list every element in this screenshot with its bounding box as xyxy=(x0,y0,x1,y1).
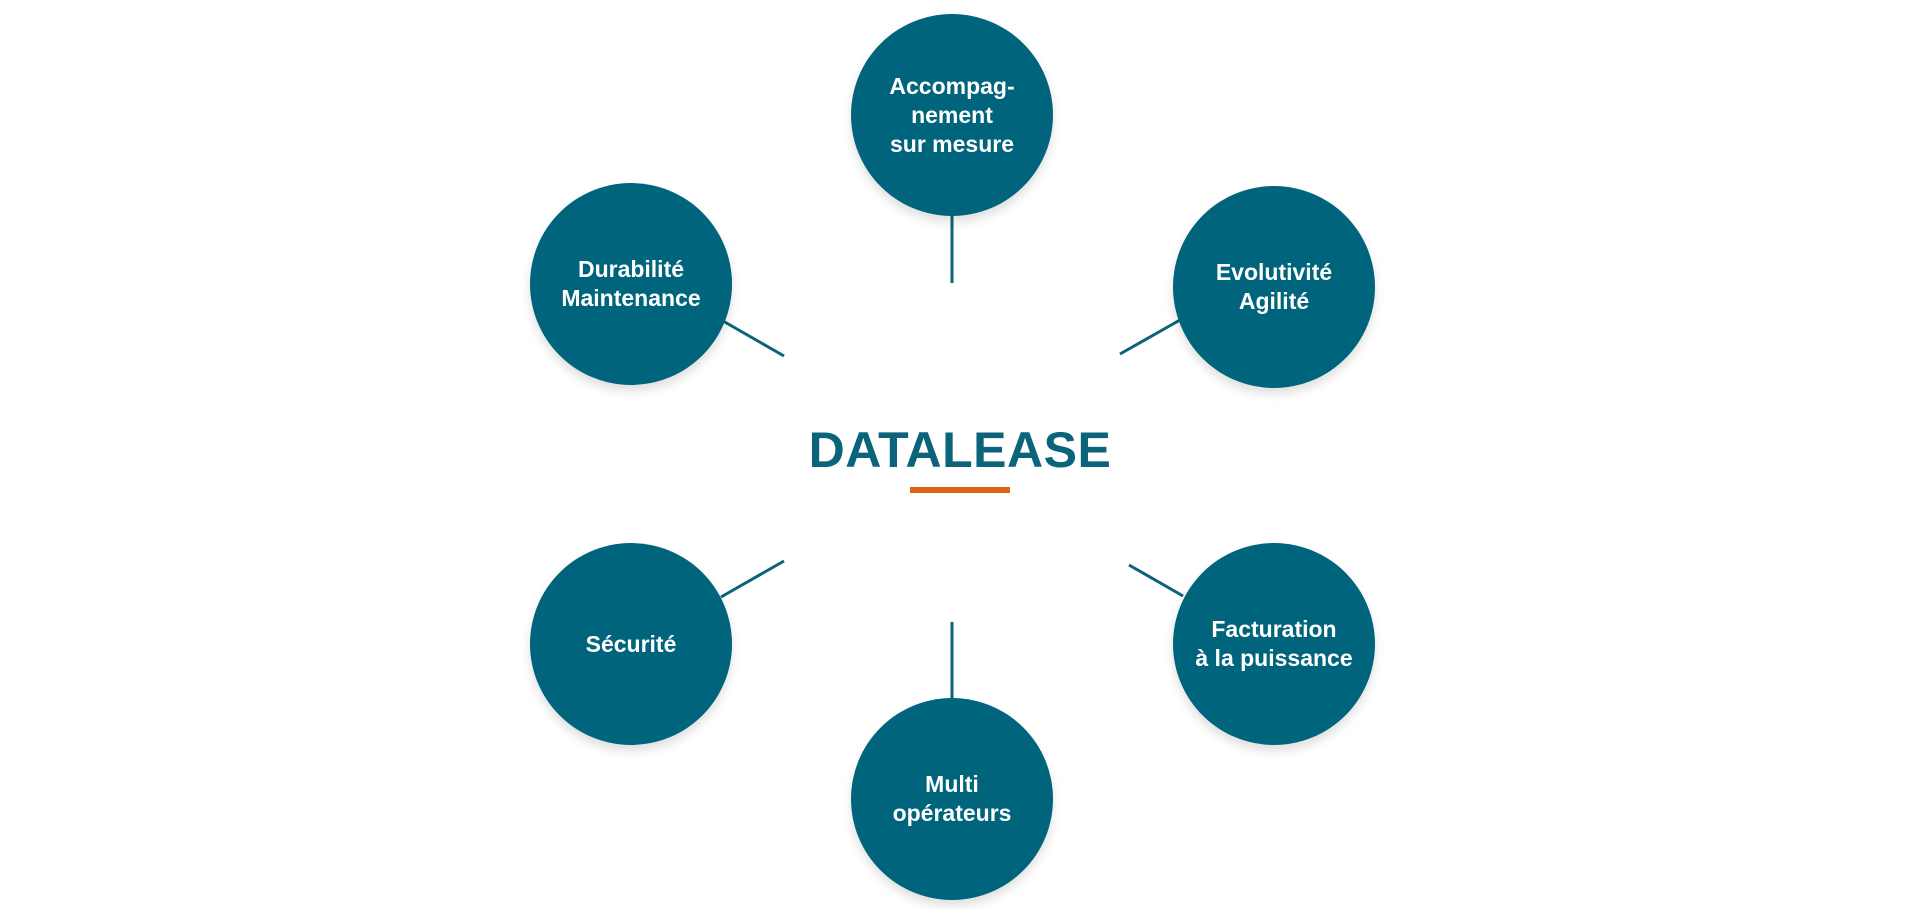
node-accompagnement-label: Accompag- nement sur mesure xyxy=(889,72,1015,157)
node-accompagnement: Accompag- nement sur mesure xyxy=(851,14,1053,216)
center-title-underline xyxy=(910,487,1010,493)
connector-securite xyxy=(720,559,785,599)
connector-evolutivite xyxy=(1119,318,1181,356)
node-evolutivite-label: Evolutivité Agilité xyxy=(1215,259,1333,314)
connector-durabilite xyxy=(722,319,785,358)
node-facturation-label: Facturation à la puissance xyxy=(1195,616,1353,671)
node-multi-label: Multi opérateurs xyxy=(892,771,1012,826)
node-durabilite-label: Durabilité Maintenance xyxy=(561,256,701,311)
node-facturation: Facturation à la puissance xyxy=(1173,543,1375,745)
node-multi: Multi opérateurs xyxy=(851,698,1053,900)
center-title: DATALEASE xyxy=(808,422,1112,478)
node-securite-label: Sécurité xyxy=(585,630,677,657)
node-evolutivite: Evolutivité Agilité xyxy=(1173,186,1375,388)
connector-facturation xyxy=(1128,563,1184,598)
node-durabilite: Durabilité Maintenance xyxy=(530,183,732,385)
node-securite: Sécurité xyxy=(530,543,732,745)
